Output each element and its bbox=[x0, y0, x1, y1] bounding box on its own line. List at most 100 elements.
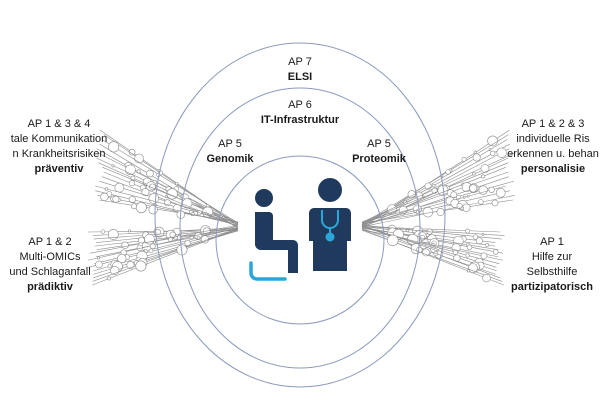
praeventiv-line2: n Krankheitsrisiken bbox=[12, 148, 106, 160]
fan-node bbox=[422, 248, 430, 257]
fan-node bbox=[431, 242, 435, 246]
fan-line bbox=[102, 167, 239, 224]
fan-node bbox=[491, 199, 499, 207]
fan-node bbox=[107, 229, 119, 240]
fan-line bbox=[99, 199, 239, 223]
praediktiv-keyword: prädiktiv bbox=[27, 281, 73, 293]
fan-node bbox=[95, 260, 103, 269]
fan-line bbox=[103, 134, 239, 226]
fan-node bbox=[436, 208, 445, 216]
praediktiv-code: AP 1 & 2 bbox=[28, 236, 72, 248]
label-genomik: AP 5 Genomik bbox=[200, 137, 260, 167]
praeventiv-line1: tale Kommunikation bbox=[10, 133, 108, 145]
elsi-code: AP 7 bbox=[288, 56, 312, 68]
fan-node bbox=[480, 164, 490, 173]
fan-node bbox=[125, 164, 136, 176]
fan-node bbox=[488, 148, 492, 151]
partizipatorisch-line1: Hilfe zur bbox=[531, 251, 573, 263]
label-it-infrastruktur: AP 6 IT-Infrastruktur bbox=[252, 98, 348, 128]
fan-node bbox=[493, 249, 499, 255]
fan-node bbox=[482, 273, 491, 283]
fan-node bbox=[466, 269, 471, 273]
partizipatorisch-keyword: partizipatorisch bbox=[511, 281, 593, 293]
fan-node bbox=[141, 188, 150, 197]
proteomik-name: Proteomik bbox=[352, 153, 406, 165]
ring-it-infrastruktur bbox=[179, 87, 421, 369]
fan-node bbox=[432, 183, 436, 188]
fan-line bbox=[361, 229, 504, 286]
fan-node bbox=[387, 234, 399, 247]
label-praeventiv: AP 1 & 3 & 4 tale Kommunikation n Krankh… bbox=[0, 117, 118, 177]
fan-line bbox=[361, 185, 507, 226]
patient-icon bbox=[255, 189, 298, 273]
fan-node bbox=[490, 150, 496, 157]
fan-node bbox=[472, 234, 479, 240]
fan-node bbox=[107, 276, 112, 281]
fan-node bbox=[100, 192, 109, 201]
personalisiert-line2: erkennen u. behan bbox=[507, 148, 599, 160]
fan-node bbox=[184, 239, 191, 247]
fan-line bbox=[99, 129, 239, 226]
doctor-icon bbox=[309, 178, 351, 271]
label-proteomik: AP 5 Proteomik bbox=[346, 137, 412, 167]
fan-node bbox=[466, 194, 470, 198]
fan-line bbox=[101, 139, 239, 224]
fan-node bbox=[153, 240, 157, 244]
praeventiv-keyword: präventiv bbox=[34, 163, 84, 175]
fan-node bbox=[128, 196, 136, 204]
fan-node bbox=[472, 153, 481, 162]
fan-line bbox=[92, 228, 239, 282]
fan-line bbox=[96, 157, 239, 224]
fan-line bbox=[361, 181, 514, 223]
fan-node bbox=[471, 171, 476, 176]
personalisiert-keyword: personalisie bbox=[520, 163, 586, 175]
fan-left-top bbox=[95, 129, 239, 229]
fan-node bbox=[128, 229, 131, 233]
partizipatorisch-line2: Selbsthilfe bbox=[526, 266, 578, 278]
ring-omics bbox=[215, 155, 385, 325]
fan-node bbox=[415, 210, 420, 214]
it-name: IT-Infrastruktur bbox=[260, 114, 340, 126]
fan-node bbox=[478, 185, 488, 195]
fan-node bbox=[452, 249, 458, 255]
genomik-name: Genomik bbox=[206, 153, 254, 165]
label-personalisiert: AP 1 & 2 & 3 individuelle Ris erkennen u… bbox=[506, 117, 600, 177]
fan-line bbox=[98, 162, 239, 225]
fan-line bbox=[361, 224, 502, 240]
fan-right-bottom bbox=[361, 224, 505, 286]
fan-node bbox=[487, 135, 498, 147]
personalisiert-line1: individuelle Ris bbox=[516, 133, 590, 145]
fan-line bbox=[361, 226, 505, 236]
fan-node bbox=[461, 156, 467, 162]
fan-line bbox=[361, 171, 509, 223]
fan-line bbox=[95, 190, 239, 226]
fan-node bbox=[475, 237, 483, 245]
fan-node bbox=[485, 243, 490, 247]
praediktiv-line1: Multi-OMICs bbox=[19, 251, 81, 263]
fan-node bbox=[135, 202, 147, 214]
fan-node bbox=[137, 236, 145, 244]
fan-line bbox=[96, 228, 239, 250]
fan-node bbox=[111, 164, 115, 168]
fan-line bbox=[90, 224, 239, 254]
fan-line bbox=[95, 185, 239, 224]
fan-node bbox=[100, 229, 106, 234]
fan-node bbox=[108, 141, 120, 153]
fan-line bbox=[361, 162, 509, 223]
fan-node bbox=[96, 256, 101, 260]
fan-line bbox=[92, 228, 239, 286]
elsi-name: ELSI bbox=[287, 71, 313, 83]
fan-node bbox=[496, 147, 507, 158]
fan-node bbox=[481, 233, 485, 236]
fan-node bbox=[460, 206, 465, 211]
fan-node bbox=[480, 252, 488, 260]
fan-node bbox=[462, 195, 466, 199]
fan-node bbox=[121, 241, 129, 250]
genomik-code: AP 5 bbox=[218, 138, 242, 150]
fan-node bbox=[104, 187, 109, 191]
fan-node bbox=[128, 180, 136, 187]
fan-node bbox=[164, 195, 168, 199]
fan-node bbox=[424, 182, 432, 190]
fan-line bbox=[87, 225, 239, 261]
